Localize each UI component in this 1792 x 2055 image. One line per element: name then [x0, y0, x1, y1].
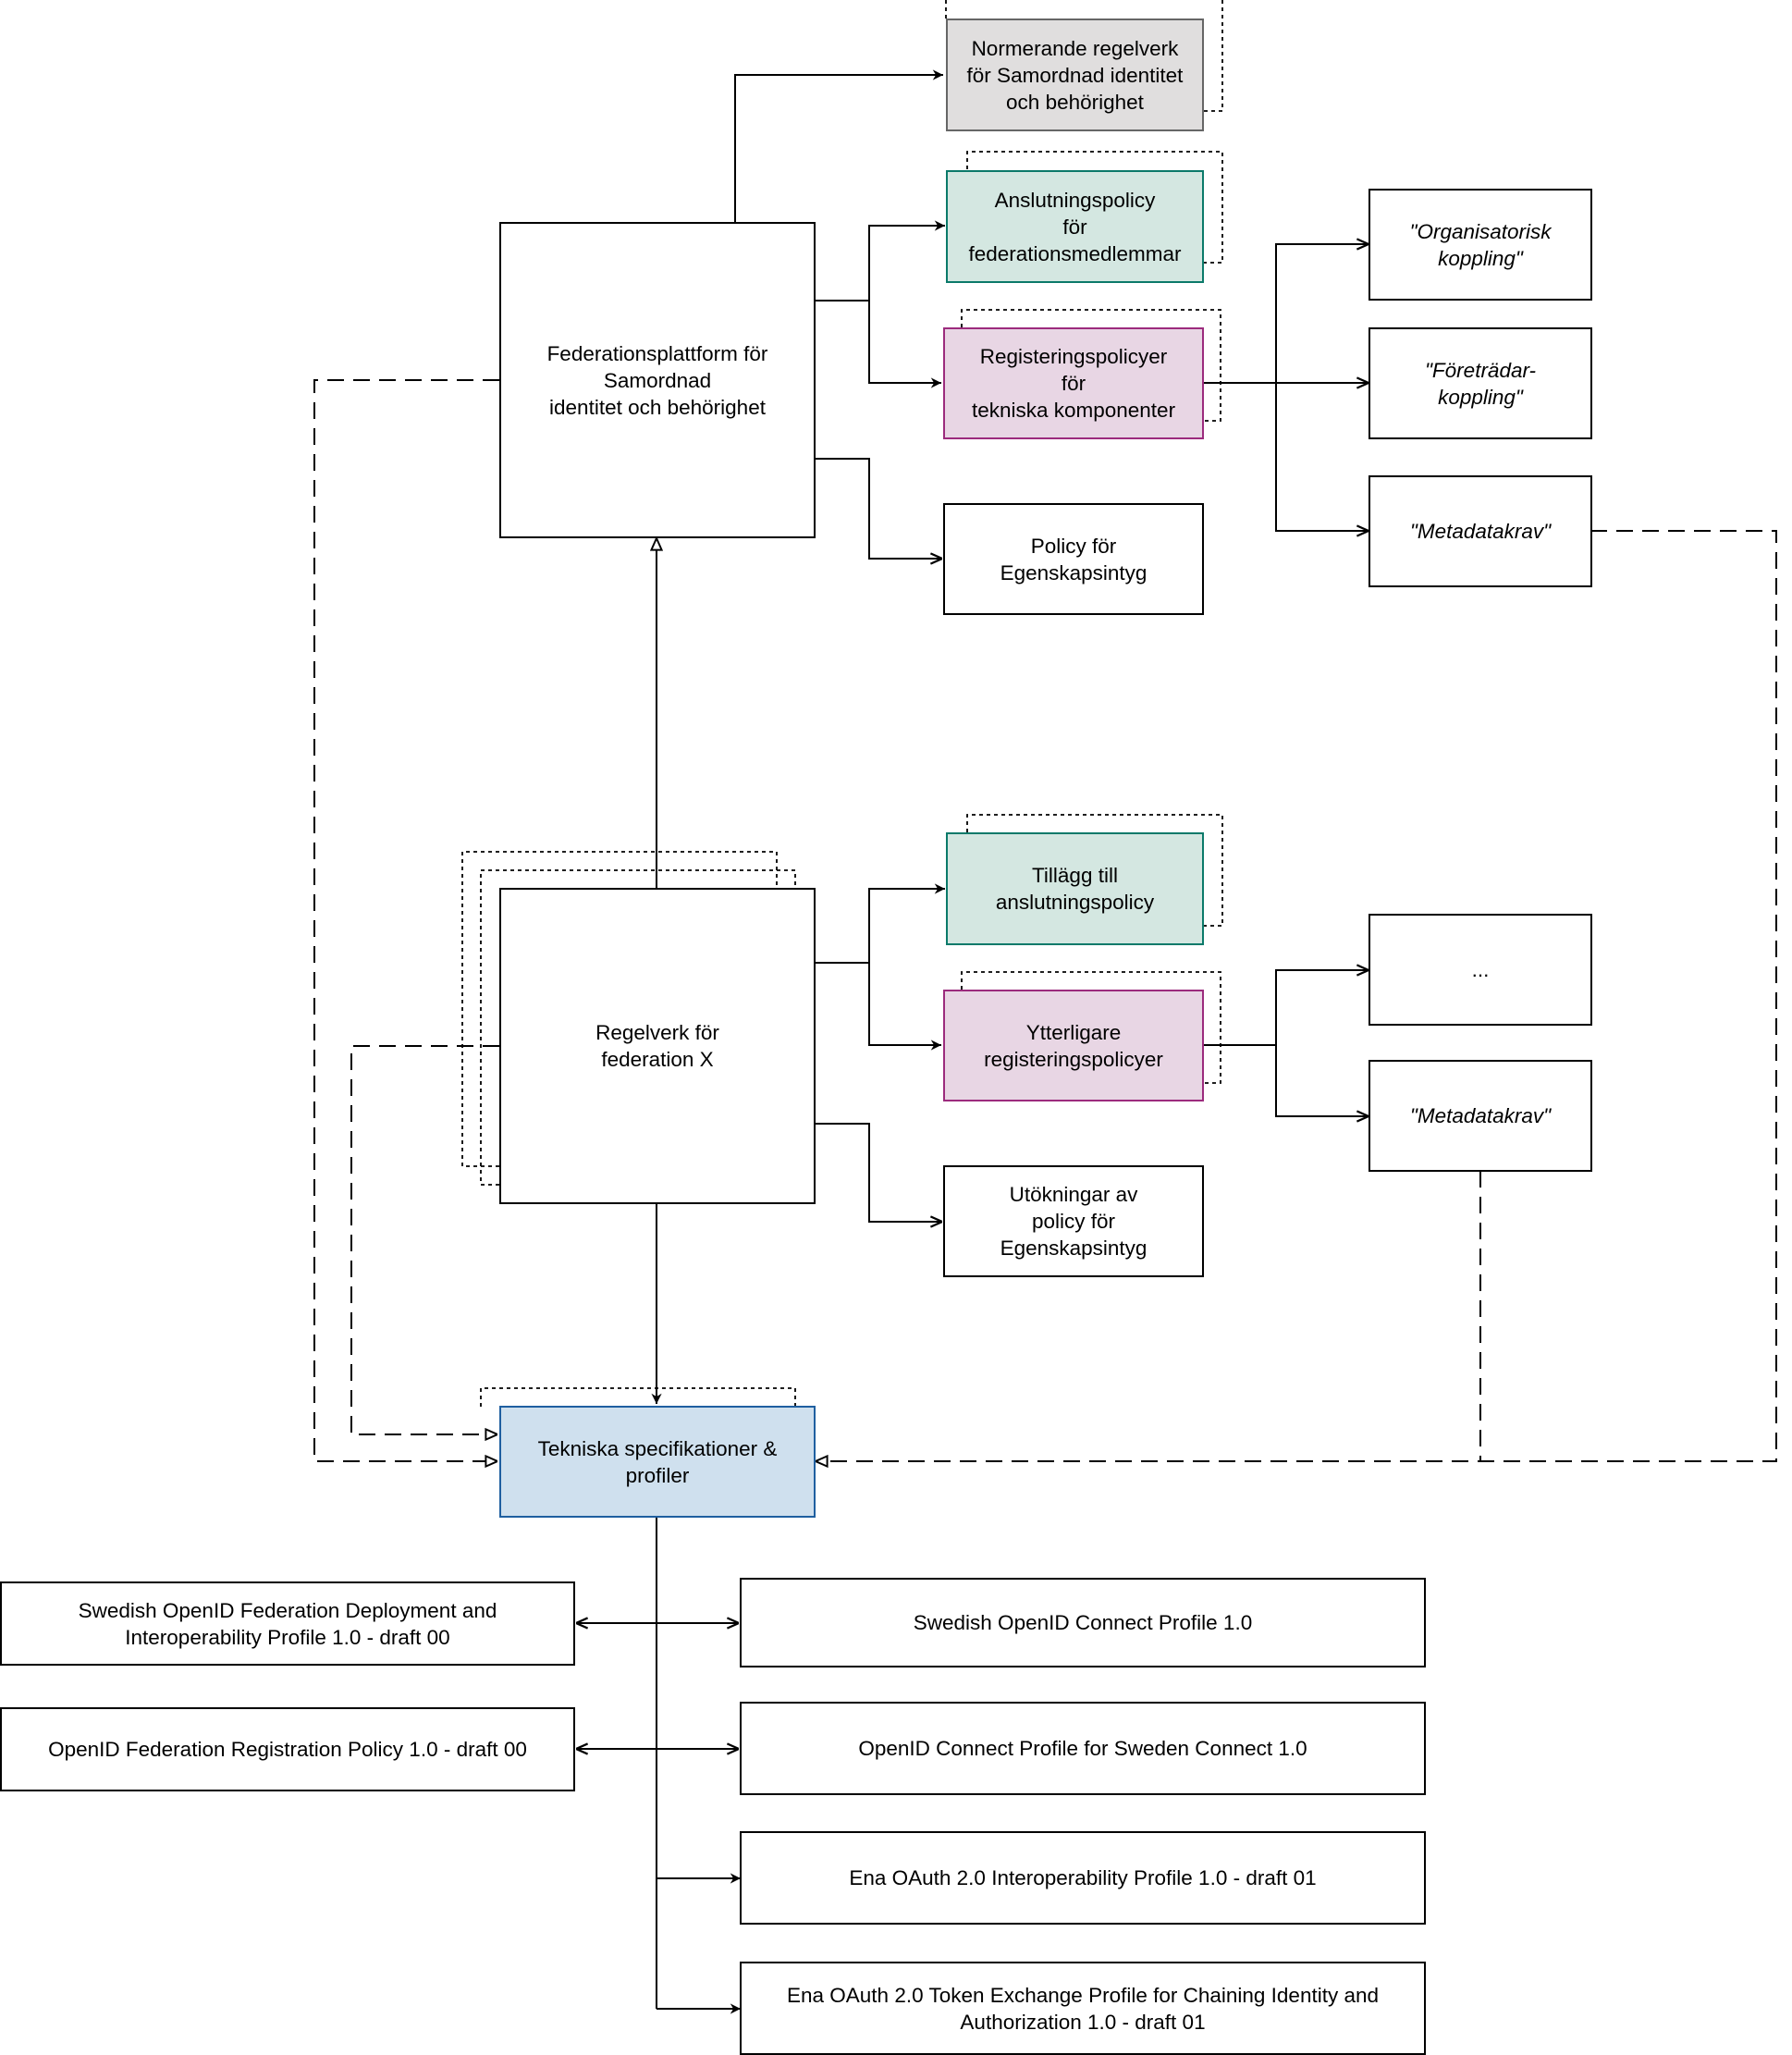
node-swedish-fed-deploy [0, 1581, 575, 1666]
node-ena-oauth-interop [740, 1831, 1426, 1925]
node-ena-oauth-token [740, 1962, 1426, 2055]
node-oidc-sweden-connect [740, 1702, 1426, 1795]
node-fed-reg-policy [0, 1707, 575, 1791]
node-organisatorisk [1369, 189, 1592, 301]
edge-registeringspolicyer-metadatakrav1 [1275, 383, 1369, 531]
node-foretradar [1369, 327, 1592, 439]
node-ellipsis [1369, 914, 1592, 1026]
node-swedish-oidc [740, 1578, 1426, 1667]
edge-federationsplattform-tekniska-dashed [313, 379, 499, 1461]
node-policy-egenskap [943, 503, 1204, 615]
node-ytterligare [943, 990, 1204, 1101]
node-anslutningspolicy [946, 170, 1204, 283]
edge-regelverk-x-tekniska-dashed [350, 1045, 499, 1434]
node-registeringspolicyer [943, 327, 1204, 439]
node-utokningar [943, 1165, 1204, 1277]
node-regelverk-x [499, 888, 816, 1204]
edge-federationsplattform-normerande [734, 69, 943, 222]
shadow-regelverk-1 [461, 851, 778, 1167]
edge-federationsplattform-anslutningspolicy [814, 220, 945, 301]
edge-regelverk-x-ytterligare [868, 963, 941, 1051]
node-tekniska [499, 1406, 816, 1518]
edge-metadatakrav1-tekniska-dashed [816, 530, 1777, 1461]
edge-regelverk-x-utokningar [814, 1123, 942, 1222]
edge-ytterligare-metadatakrav2 [1275, 1045, 1369, 1116]
shadow-registeringspolicyer [961, 309, 1221, 422]
node-normerande [946, 18, 1204, 131]
shadow-regelverk-2 [480, 869, 796, 1186]
shadow-normerande [945, 0, 1223, 112]
edge-federationsplattform-policy-egenskap [814, 458, 942, 559]
edge-ytterligare-ellipsis [1202, 970, 1369, 1046]
edge-federationsplattform-registeringspolicyer [868, 301, 941, 388]
node-metadatakrav2 [1369, 1060, 1592, 1172]
node-federationsplattform [499, 222, 816, 538]
shadow-tekniska [480, 1387, 796, 1407]
shadow-ytterligare [961, 971, 1221, 1084]
node-tillagg [946, 832, 1204, 945]
edge-regelverk-x-tillagg [814, 883, 945, 964]
edge-registeringspolicyer-organisatorisk [1202, 244, 1369, 384]
node-metadatakrav1 [1369, 475, 1592, 587]
